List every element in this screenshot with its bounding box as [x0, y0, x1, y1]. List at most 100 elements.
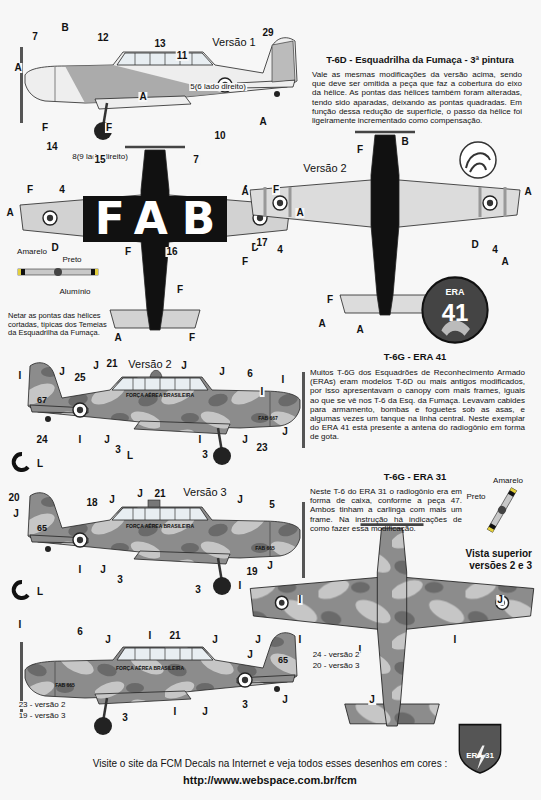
canopy-frame	[135, 648, 136, 660]
callout-number: A	[500, 257, 509, 267]
squadron-badge: ERA41	[421, 276, 489, 344]
blade-tip-black	[18, 269, 25, 275]
callout-number: A	[138, 92, 147, 102]
tail-wheel	[274, 686, 280, 692]
callout-number: J	[254, 635, 262, 645]
callout-number: 29	[261, 28, 274, 38]
callout-number: 19 - versão 3	[18, 712, 67, 720]
callout-number: J	[496, 595, 504, 605]
callout-number: A	[5, 208, 14, 218]
fuselage	[25, 38, 297, 103]
callout-number: 3	[116, 575, 124, 585]
roundel-center	[77, 537, 83, 543]
callout-number: A	[355, 325, 364, 335]
callout-number: 19	[245, 567, 258, 577]
callout-number: Preto	[465, 493, 486, 501]
callout-number: I	[198, 435, 203, 445]
blade-tip-yellow	[487, 527, 494, 533]
fuselage-marking: FORÇA AÉREA BRASILEIRA	[126, 524, 194, 529]
callout-number: L	[36, 459, 44, 469]
squadron-shield: ERA 31	[457, 722, 503, 774]
callout-number: F	[188, 333, 196, 343]
callout-number: J	[108, 495, 116, 505]
callout-number: I	[18, 620, 23, 630]
badge-outline	[457, 722, 503, 774]
callout-number: D	[470, 240, 479, 250]
callout-number: A	[258, 117, 267, 127]
plan-view-aircraft	[20, 147, 290, 330]
callout-number: 7	[192, 155, 200, 165]
roundel	[275, 596, 288, 609]
wing	[20, 195, 290, 242]
propeller	[302, 372, 305, 448]
squadron-emblem	[460, 142, 496, 178]
side-view-aircraft	[28, 363, 305, 465]
callout-number: 23 - versão 2	[18, 701, 67, 709]
roundel	[483, 196, 497, 210]
callout-number: I	[453, 635, 458, 645]
wing	[134, 421, 230, 434]
tail-wheel	[45, 546, 51, 552]
callout-number: J	[211, 635, 219, 645]
roundel-center	[242, 677, 248, 683]
callout-number: 11	[176, 51, 189, 61]
canopy-frame	[165, 53, 166, 65]
callout-number: Amarelo	[16, 248, 48, 256]
exhaust-line	[55, 67, 56, 101]
propeller-detail	[487, 487, 518, 533]
callout-number: 17	[255, 238, 268, 248]
callout-number: J	[266, 561, 274, 571]
radio-antenna	[150, 370, 162, 377]
callout-number: 10	[213, 131, 226, 141]
callout-number: J	[12, 509, 20, 519]
callout-number: J	[281, 695, 289, 705]
canopy-frame	[160, 508, 161, 520]
callout-number: F	[176, 285, 184, 295]
description-text: Muitos T-6G dos Esquadrões de Reconhecim…	[310, 368, 525, 442]
callout-number: F	[41, 123, 49, 133]
fuselage-marking: FAB 665	[255, 546, 275, 551]
sheet-title: T-6D - Esquadrilha da Fumaça - 3ª pintur…	[326, 55, 514, 65]
blade-tip-black	[91, 269, 98, 275]
callout-number: J	[246, 650, 254, 660]
callout-number: 4	[491, 245, 499, 255]
callout-number: I	[260, 387, 265, 397]
canopy-frame	[133, 508, 134, 520]
callout-number: I	[78, 435, 83, 445]
callout-number: 20	[7, 493, 20, 503]
exhaust-line	[270, 522, 271, 556]
exhaust-line	[270, 392, 271, 426]
canopy-frame	[135, 53, 136, 65]
fuselage	[25, 633, 297, 698]
callout-number: I	[148, 631, 153, 641]
tail-wheel	[45, 416, 51, 422]
callout-number: J	[180, 361, 188, 371]
exhaust-line	[55, 662, 56, 696]
propeller	[355, 131, 415, 134]
canopy-frame	[150, 53, 151, 65]
callout-number: 4	[58, 185, 66, 195]
canopy-frame	[145, 378, 146, 390]
callout-number: A	[113, 333, 122, 343]
callout-number: B	[60, 23, 69, 33]
propeller	[302, 502, 305, 578]
callout-number: 4	[276, 245, 284, 255]
side-view-aircraft	[28, 493, 305, 595]
canopy-frame	[190, 508, 191, 520]
description-text: Vale as mesmas modificações da versão ac…	[312, 70, 522, 125]
callout-number: D	[50, 243, 59, 253]
fuselage	[28, 493, 300, 558]
fuselage-marking: FAB 665	[55, 683, 75, 688]
callout-number: J	[99, 565, 107, 575]
canopy	[112, 378, 208, 390]
callout-number: J	[218, 367, 226, 377]
callout-number: I	[281, 375, 286, 385]
callout-number: I	[298, 595, 303, 605]
roundel-center	[77, 407, 83, 413]
fuselage-marking: FAB 667	[258, 416, 278, 421]
callout-number: 3	[201, 450, 209, 460]
canopy-frame	[175, 378, 176, 390]
roundel	[238, 673, 252, 687]
note-text: Netar as pontas das hélices cortadas, tí…	[8, 312, 113, 338]
callout-number: A	[13, 63, 22, 73]
